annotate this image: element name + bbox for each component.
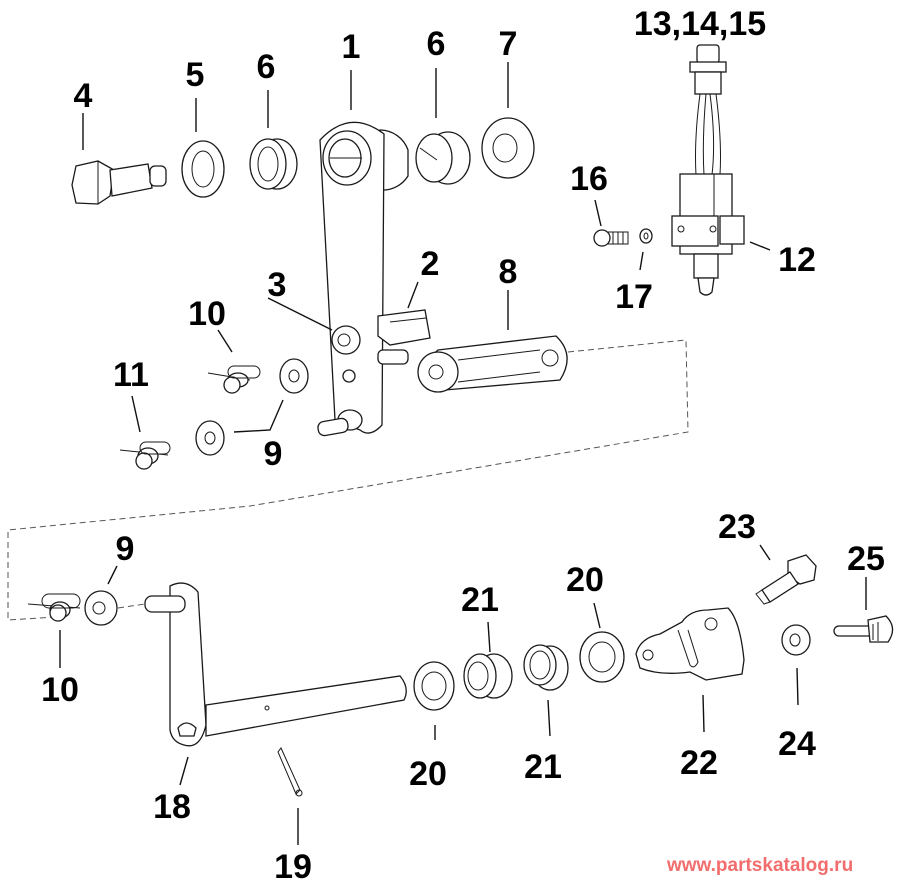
- callout-9-lower: 9: [115, 530, 135, 568]
- part-25-shoulder-screw: [833, 615, 894, 643]
- callout-13-14-15: 13,14,15: [633, 5, 767, 43]
- part-18-lever-shaft: [144, 582, 407, 747]
- callout-2: 2: [420, 245, 440, 283]
- callout-21-lower: 21: [524, 748, 562, 786]
- part-12-switch: [671, 173, 745, 296]
- part-20-washer-right: [579, 631, 625, 683]
- part-1-lever-arm: [317, 121, 409, 437]
- part-6-bushing-right: [415, 131, 471, 185]
- callout-16: 16: [570, 160, 608, 198]
- callout-6-left: 6: [256, 48, 276, 86]
- part-6-bushing-left: [249, 138, 298, 190]
- callout-25: 25: [847, 540, 885, 578]
- part-10-clip-bottom: [27, 593, 81, 622]
- callout-19: 19: [274, 848, 312, 886]
- part-5-washer: [181, 140, 225, 198]
- callout-3: 3: [267, 266, 287, 304]
- part-4-hex-bolt: [71, 160, 167, 205]
- callout-17: 17: [615, 278, 653, 316]
- callout-23: 23: [718, 508, 756, 546]
- part-19-cotter-pin: [277, 747, 303, 797]
- watermark: www.partskatalog.ru: [667, 855, 854, 876]
- part-9-washer-upper: [279, 358, 309, 394]
- callout-10-lower: 10: [41, 671, 79, 709]
- part-22-bracket: [635, 607, 745, 681]
- callout-20-right: 20: [566, 561, 604, 599]
- part-7-washer: [481, 117, 535, 179]
- callout-21-upper: 21: [461, 581, 499, 619]
- callout-24: 24: [778, 725, 816, 763]
- callout-11: 11: [113, 356, 149, 394]
- part-17-washer: [639, 228, 653, 244]
- part-13-15-connector-harness: [689, 44, 727, 176]
- callout-1: 1: [341, 28, 361, 66]
- part-16-screw: [593, 229, 629, 247]
- callout-5: 5: [185, 56, 205, 94]
- part-20-washer-left: [413, 661, 455, 711]
- part-21-bushing-upper: [463, 653, 513, 699]
- callout-12: 12: [778, 241, 816, 279]
- part-9-washer-bottom: [84, 590, 118, 626]
- part-8-link-bar: [417, 335, 568, 393]
- callout-8: 8: [498, 253, 518, 291]
- part-24-washer: [781, 624, 811, 656]
- callout-22: 22: [680, 744, 718, 782]
- part-10-clip-top: [207, 365, 261, 394]
- callout-7: 7: [498, 25, 518, 63]
- callout-20-left: 20: [409, 755, 447, 793]
- part-2-tab: [377, 309, 431, 365]
- assembly-boundary-dashed: [7, 339, 689, 621]
- callout-4: 4: [73, 77, 93, 115]
- part-11-clip: [119, 441, 171, 470]
- callout-10-upper: 10: [188, 295, 226, 333]
- callout-6-right: 6: [426, 25, 446, 63]
- callout-9-upper: 9: [263, 435, 283, 473]
- part-9-washer-lower: [195, 420, 225, 456]
- part-21-bushing-lower: [523, 644, 569, 691]
- callout-18: 18: [153, 788, 191, 826]
- part-23-hex-bolt: [755, 554, 817, 605]
